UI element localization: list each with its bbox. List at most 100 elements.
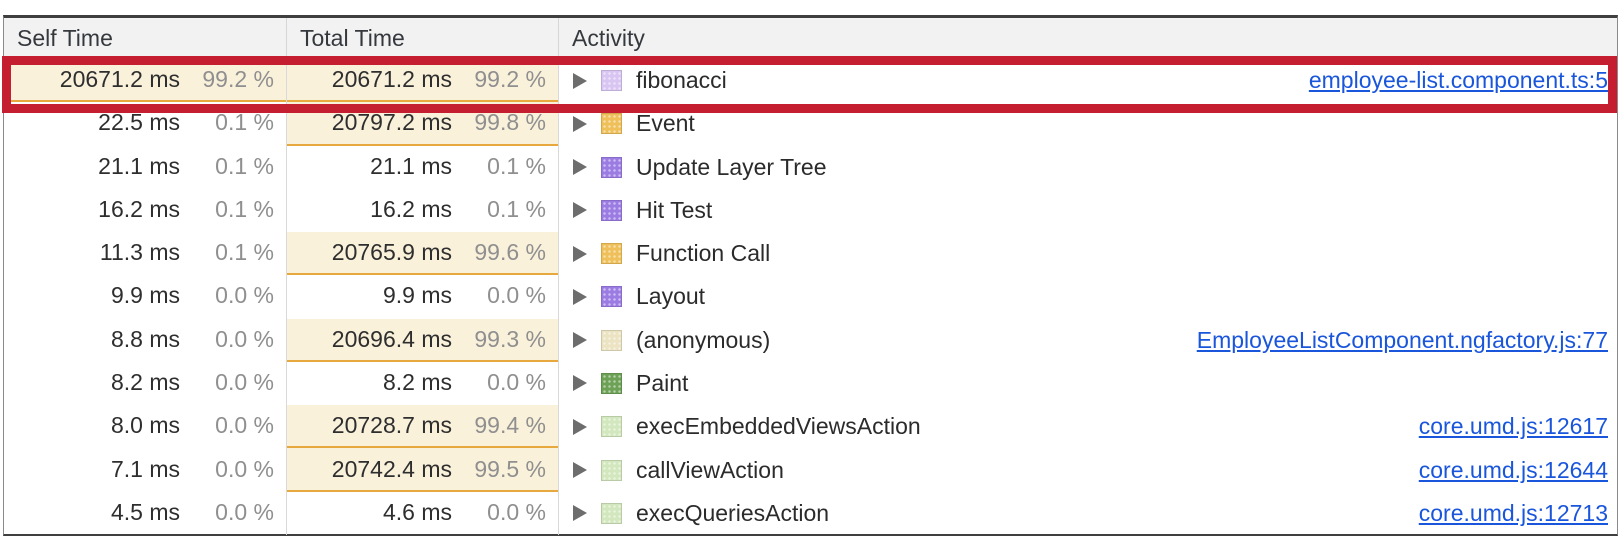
- self-time-value: 4.5 ms: [110, 498, 180, 525]
- total-time-value: 20671.2 ms: [331, 66, 452, 93]
- table-row[interactable]: 22.5 ms 0.1 % 20797.2 ms 99.8 % Event: [4, 102, 1617, 146]
- category-color-swatch: [601, 459, 622, 481]
- total-time-cell: 20765.9 ms 99.6 %: [287, 232, 559, 276]
- self-time-percent: 0.0 %: [215, 455, 274, 482]
- activity-cell: callViewAction core.umd.js:12644: [559, 448, 1617, 491]
- total-time-value: 21.1 ms: [370, 152, 452, 179]
- total-time-percent: 0.0 %: [487, 282, 546, 309]
- table-row[interactable]: 9.9 ms 0.0 % 9.9 ms 0.0 % Layout: [4, 275, 1617, 319]
- expand-triangle-icon[interactable]: [573, 462, 587, 479]
- total-time-cell: 20742.4 ms 99.5 %: [287, 448, 559, 492]
- total-time-value: 20797.2 ms: [331, 109, 452, 136]
- source-location-link[interactable]: core.umd.js:12644: [1418, 456, 1608, 483]
- total-time-cell: 8.2 ms 0.0 %: [287, 361, 559, 406]
- self-time-value: 8.8 ms: [110, 325, 180, 352]
- table-header-row: Self Time Total Time Activity: [4, 18, 1617, 59]
- total-time-value: 20765.9 ms: [331, 239, 452, 266]
- self-time-cell: 20671.2 ms 99.2 %: [4, 59, 287, 103]
- self-time-cell: 22.5 ms 0.1 %: [4, 102, 287, 146]
- activity-cell: Layout: [559, 275, 1617, 318]
- self-time-value: 8.0 ms: [110, 412, 180, 439]
- activity-cell: (anonymous) EmployeeListComponent.ngfact…: [559, 319, 1617, 362]
- column-header-label: Total Time: [300, 24, 405, 51]
- table-row[interactable]: 8.2 ms 0.0 % 8.2 ms 0.0 % Paint: [4, 361, 1617, 406]
- activity-label: execQueriesAction: [636, 499, 830, 526]
- column-header-total-time[interactable]: Total Time: [287, 18, 559, 58]
- total-time-value: 8.2 ms: [382, 368, 452, 395]
- bottom-up-table: Self Time Total Time Activity 20671.2 ms…: [2, 15, 1618, 536]
- table-row[interactable]: 11.3 ms 0.1 % 20765.9 ms 99.6 % Function…: [4, 232, 1617, 276]
- total-time-cell: 20797.2 ms 99.8 %: [287, 102, 559, 146]
- table-row[interactable]: 21.1 ms 0.1 % 21.1 ms 0.1 % Update Layer…: [4, 145, 1617, 189]
- total-time-cell: 20728.7 ms 99.4 %: [287, 405, 559, 449]
- expand-triangle-icon[interactable]: [573, 288, 587, 305]
- source-location-link[interactable]: employee-list.component.ts:5: [1308, 67, 1608, 94]
- activity-label: fibonacci: [636, 67, 727, 94]
- table-row[interactable]: 4.5 ms 0.0 % 4.6 ms 0.0 % execQueriesAct…: [4, 491, 1617, 535]
- expand-triangle-icon[interactable]: [573, 202, 587, 219]
- self-time-percent: 0.0 %: [215, 282, 274, 309]
- activity-cell: Hit Test: [559, 189, 1617, 232]
- total-time-percent: 99.2 %: [474, 66, 546, 93]
- activity-cell: execEmbeddedViewsAction core.umd.js:1261…: [559, 405, 1617, 448]
- column-header-label: Self Time: [17, 24, 113, 51]
- expand-triangle-icon[interactable]: [573, 418, 587, 435]
- column-header-self-time[interactable]: Self Time: [4, 18, 287, 58]
- table-row[interactable]: 8.8 ms 0.0 % 20696.4 ms 99.3 % (anonymou…: [4, 318, 1617, 362]
- total-time-percent: 99.5 %: [474, 455, 546, 482]
- total-time-value: 9.9 ms: [382, 282, 452, 309]
- self-time-percent: 99.2 %: [202, 66, 274, 93]
- total-time-value: 20728.7 ms: [331, 412, 452, 439]
- self-time-value: 7.1 ms: [110, 455, 180, 482]
- self-time-value: 16.2 ms: [98, 195, 180, 222]
- source-location-link[interactable]: core.umd.js:12617: [1418, 413, 1608, 440]
- self-time-percent: 0.0 %: [215, 412, 274, 439]
- expand-triangle-icon[interactable]: [573, 505, 587, 522]
- activity-label: Event: [636, 110, 695, 137]
- activity-label: callViewAction: [636, 456, 784, 483]
- category-color-swatch: [601, 243, 622, 265]
- self-time-cell: 7.1 ms 0.0 %: [4, 448, 287, 492]
- table-row[interactable]: 16.2 ms 0.1 % 16.2 ms 0.1 % Hit Test: [4, 188, 1617, 233]
- expand-triangle-icon[interactable]: [573, 72, 587, 89]
- self-time-percent: 0.0 %: [215, 325, 274, 352]
- activity-label: (anonymous): [636, 326, 771, 353]
- activity-label: Layout: [636, 283, 706, 310]
- expand-triangle-icon[interactable]: [573, 115, 587, 132]
- category-color-swatch: [601, 416, 622, 438]
- category-color-swatch: [601, 70, 622, 92]
- activity-cell: execQueriesAction core.umd.js:12713: [559, 492, 1617, 535]
- total-time-percent: 0.1 %: [487, 152, 546, 179]
- table-row[interactable]: 8.0 ms 0.0 % 20728.7 ms 99.4 % execEmbed…: [4, 405, 1617, 449]
- activity-label: Hit Test: [636, 196, 713, 223]
- self-time-cell: 8.2 ms 0.0 %: [4, 361, 287, 406]
- self-time-cell: 9.9 ms 0.0 %: [4, 275, 287, 319]
- table-body: 20671.2 ms 99.2 % 20671.2 ms 99.2 % fibo…: [4, 59, 1617, 535]
- total-time-cell: 21.1 ms 0.1 %: [287, 145, 559, 189]
- category-color-swatch: [601, 502, 622, 524]
- self-time-percent: 0.1 %: [215, 195, 274, 222]
- total-time-cell: 16.2 ms 0.1 %: [287, 188, 559, 233]
- source-location-link[interactable]: EmployeeListComponent.ngfactory.js:77: [1196, 326, 1608, 353]
- expand-triangle-icon[interactable]: [573, 159, 587, 176]
- activity-cell: Update Layer Tree: [559, 146, 1617, 189]
- column-header-activity[interactable]: Activity: [559, 18, 1617, 58]
- total-time-value: 4.6 ms: [382, 498, 452, 525]
- self-time-value: 22.5 ms: [98, 109, 180, 136]
- table-row[interactable]: 7.1 ms 0.0 % 20742.4 ms 99.5 % callViewA…: [4, 448, 1617, 492]
- self-time-cell: 4.5 ms 0.0 %: [4, 491, 287, 535]
- activity-cell: fibonacci employee-list.component.ts:5: [559, 59, 1617, 102]
- self-time-percent: 0.0 %: [215, 498, 274, 525]
- activity-label: Update Layer Tree: [636, 153, 827, 180]
- table-row[interactable]: 20671.2 ms 99.2 % 20671.2 ms 99.2 % fibo…: [4, 59, 1617, 103]
- category-color-swatch: [601, 113, 622, 135]
- activity-cell: Event: [559, 102, 1617, 145]
- source-location-link[interactable]: core.umd.js:12713: [1418, 499, 1608, 526]
- self-time-percent: 0.1 %: [215, 109, 274, 136]
- expand-triangle-icon[interactable]: [573, 245, 587, 262]
- expand-triangle-icon[interactable]: [573, 375, 587, 392]
- self-time-value: 8.2 ms: [110, 368, 180, 395]
- total-time-cell: 20696.4 ms 99.3 %: [287, 318, 559, 362]
- expand-triangle-icon[interactable]: [573, 332, 587, 349]
- activity-label: Paint: [636, 369, 689, 396]
